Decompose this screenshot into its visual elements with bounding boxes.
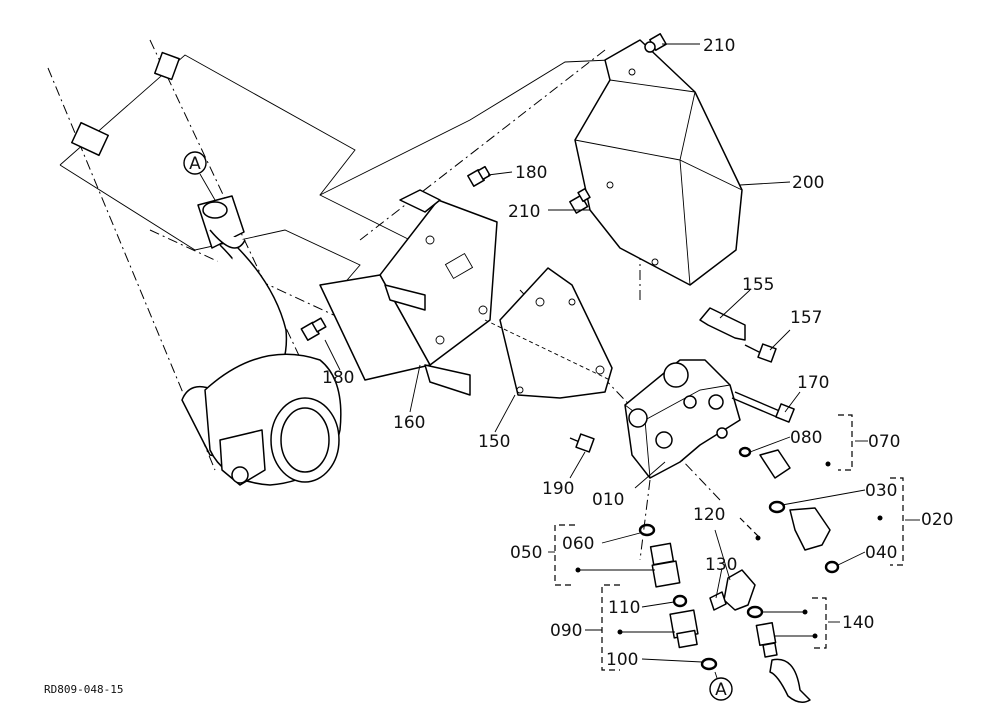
fitting-090	[669, 609, 699, 649]
part-labels: 210 180 200 210 155 157 180 170 160 080 …	[322, 36, 953, 670]
fitting-020	[789, 507, 831, 551]
label-140: 140	[842, 613, 874, 633]
fitting-140	[755, 622, 778, 658]
fitting-050	[649, 542, 681, 588]
label-020: 020	[921, 510, 953, 530]
leader-lines	[324, 43, 920, 663]
part-160-bracket	[319, 189, 498, 396]
label-010: 010	[592, 490, 624, 510]
bolt-170	[731, 391, 795, 423]
clip-155	[699, 307, 746, 341]
label-060: 060	[562, 534, 594, 554]
frame-pipe-housing	[71, 51, 342, 486]
label-090: 090	[550, 621, 582, 641]
part-010-valve-body	[624, 359, 741, 479]
label-150: 150	[478, 432, 510, 452]
label-210-top: 210	[703, 36, 735, 56]
label-200: 200	[792, 173, 824, 193]
label-180-top: 180	[515, 163, 547, 183]
label-100: 100	[606, 650, 638, 670]
bolt-210-top	[644, 33, 667, 53]
bolt-180-left	[300, 317, 327, 341]
label-050: 050	[510, 543, 542, 563]
label-170: 170	[797, 373, 829, 393]
label-130: 130	[705, 555, 737, 575]
bolt-190	[569, 433, 595, 453]
part-200-cover	[574, 39, 743, 286]
fitting-070	[759, 449, 791, 479]
label-110: 110	[608, 598, 640, 618]
plug-130	[709, 591, 727, 611]
label-120: 120	[693, 505, 725, 525]
group-brackets	[554, 414, 904, 671]
hardware-parts	[300, 33, 840, 703]
pipe-to-a	[769, 658, 811, 703]
label-080: 080	[790, 428, 822, 448]
label-155: 155	[742, 275, 774, 295]
label-180-left: 180	[322, 368, 354, 388]
part-150-plate	[484, 267, 613, 399]
bolt-210-lower	[569, 187, 591, 214]
reference-mark-a-label: A	[715, 680, 727, 700]
label-030: 030	[865, 481, 897, 501]
label-070: 070	[868, 432, 900, 452]
frame-planes	[59, 54, 611, 301]
reference-mark-a-top: A	[183, 151, 216, 201]
label-040: 040	[865, 543, 897, 563]
bullet-dots	[575, 461, 883, 639]
label-157: 157	[790, 308, 822, 328]
label-210-lower: 210	[508, 202, 540, 222]
label-190: 190	[542, 479, 574, 499]
reference-mark-a-label: A	[189, 154, 201, 174]
reference-mark-a-bottom: A	[709, 671, 733, 701]
label-160: 160	[393, 413, 425, 433]
bolt-157	[744, 343, 777, 363]
drawing-code: RD809-048-15	[44, 683, 123, 696]
bolt-180-top	[467, 165, 491, 187]
